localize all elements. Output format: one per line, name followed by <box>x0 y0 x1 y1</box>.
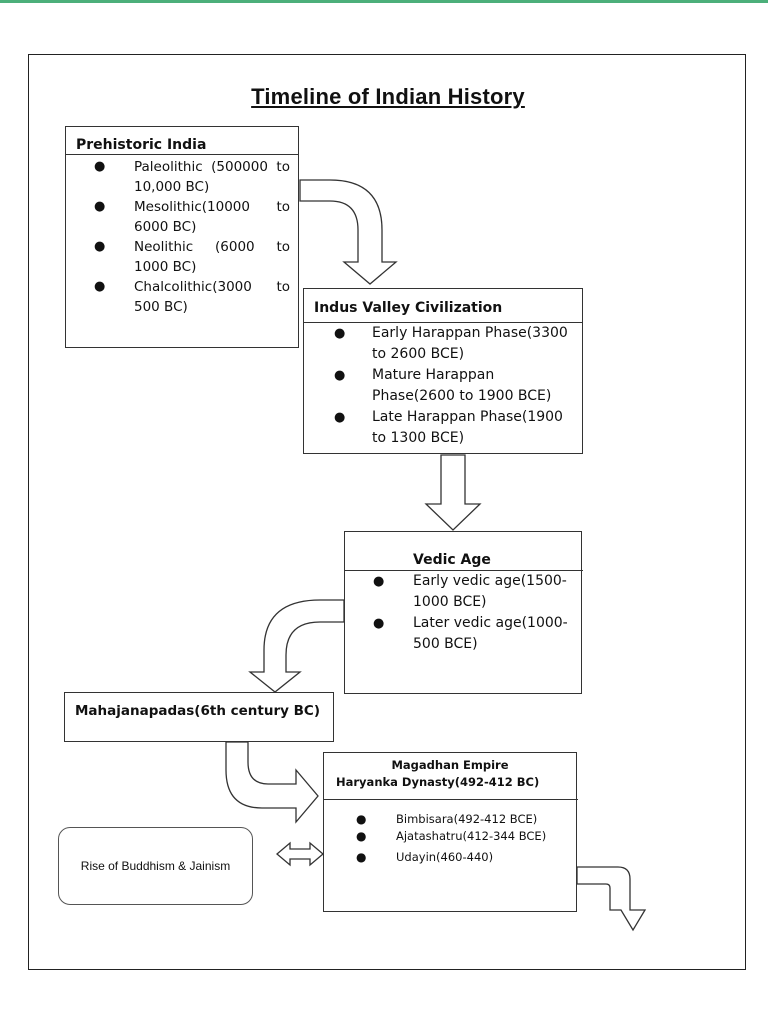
bullet-icon: ● <box>94 159 106 174</box>
bullet-icon: ● <box>356 850 367 864</box>
haryanka-dynasty-heading: Haryanka Dynasty(492-412 BC) <box>336 775 540 789</box>
list-item: ● Chalcolithic(3000 to 500 BC) <box>66 277 298 317</box>
bullet-icon: ● <box>373 616 385 631</box>
vedic-age-heading: Vedic Age <box>413 552 491 568</box>
buddhism-jainism-box: Rise of Buddhism & Jainism <box>58 827 253 905</box>
list-item: ● Late Harappan Phase(1900 to 1300 BCE) <box>304 407 582 449</box>
list-item-text: Bimbisara(492-412 BCE) <box>396 812 538 826</box>
prehistoric-india-box: Prehistoric India ● Paleolithic (500000 t… <box>65 126 299 348</box>
list-item-text: Early Harappan Phase(3300 to 2600 BCE) <box>372 325 568 362</box>
header-divider <box>324 799 578 801</box>
header-divider <box>345 570 583 572</box>
list-item-text: Chalcolithic(3000 to 500 BC) <box>134 279 290 315</box>
bullet-icon: ● <box>94 199 106 214</box>
vedic-age-box: Vedic Age ● Early vedic age(1500-1000 BCE… <box>344 531 583 694</box>
vedic-age-list: ● Early vedic age(1500-1000 BCE) ● Later v… <box>345 571 581 655</box>
bullet-icon: ● <box>334 410 346 425</box>
list-item-text: Mature Harappan Phase(2600 to 1900 BCE) <box>372 367 552 404</box>
bullet-icon: ● <box>334 368 346 383</box>
magadhan-list: ● Bimbisara(492-412 BCE) ● Ajatashatru(412… <box>324 811 578 866</box>
prehistoric-india-heading: Prehistoric India <box>66 127 298 155</box>
list-item: ● Later vedic age(1000-500 BCE) <box>345 613 581 655</box>
bullet-icon: ● <box>334 326 346 341</box>
diagram-title: Timeline of Indian History <box>251 84 525 109</box>
list-item-text: Later vedic age(1000-500 BCE) <box>413 615 568 652</box>
bullet-icon: ● <box>94 279 106 294</box>
buddhism-jainism-label: Rise of Buddhism & Jainism <box>80 859 231 873</box>
list-item: ● Bimbisara(492-412 BCE) <box>324 811 578 828</box>
list-item-text: Mesolithic(10000 to 6000 BC) <box>134 199 290 235</box>
list-item-text: Early vedic age(1500-1000 BCE) <box>413 573 567 610</box>
list-item-text: Late Harappan Phase(1900 to 1300 BCE) <box>372 409 563 446</box>
list-item: ● Ajatashatru(412-344 BCE) <box>324 828 578 845</box>
indus-valley-list: ●Early Harappan Phase(3300 to 2600 BCE) … <box>304 323 582 449</box>
bullet-icon: ● <box>356 812 367 826</box>
top-accent-bar <box>0 0 768 3</box>
list-item-text: Paleolithic (500000 to 10,000 BC) <box>134 159 290 195</box>
list-item: ● Mesolithic(10000 to 6000 BC) <box>66 197 298 237</box>
list-item: ● Paleolithic (500000 to 10,000 BC) <box>66 157 298 197</box>
list-item-text: Ajatashatru(412-344 BCE) <box>396 829 547 843</box>
list-item: ● Udayin(460-440) <box>324 849 578 866</box>
list-item: ● Mature Harappan Phase(2600 to 1900 BCE) <box>304 365 582 407</box>
indus-valley-heading: Indus Valley Civilization <box>304 289 582 323</box>
list-item: ● Neolithic (6000 to 1000 BC) <box>66 237 298 277</box>
mahajanapadas-heading: Mahajanapadas(6th century BC) <box>75 703 320 719</box>
diagram-frame <box>28 54 746 970</box>
mahajanapadas-box: Mahajanapadas(6th century BC) <box>64 692 334 742</box>
bullet-icon: ● <box>94 239 106 254</box>
list-item: ● Early Harappan Phase(3300 to 2600 BCE) <box>304 323 582 365</box>
list-item-text: Udayin(460-440) <box>396 850 494 864</box>
list-item: ● Early vedic age(1500-1000 BCE) <box>345 571 581 613</box>
indus-valley-box: Indus Valley Civilization ● Early Harappa… <box>303 288 583 454</box>
prehistoric-india-list: ● Paleolithic (500000 to 10,000 BC) ● Meso… <box>66 155 298 317</box>
bullet-icon: ● <box>373 574 385 589</box>
magadhan-empire-title: Magadhan Empire <box>391 758 509 772</box>
bullet-icon: ● <box>356 829 367 843</box>
magadhan-empire-box: Magadhan Empire Haryanka Dynasty(492-412… <box>323 752 578 912</box>
list-item-text: Neolithic (6000 to 1000 BC) <box>134 239 290 275</box>
